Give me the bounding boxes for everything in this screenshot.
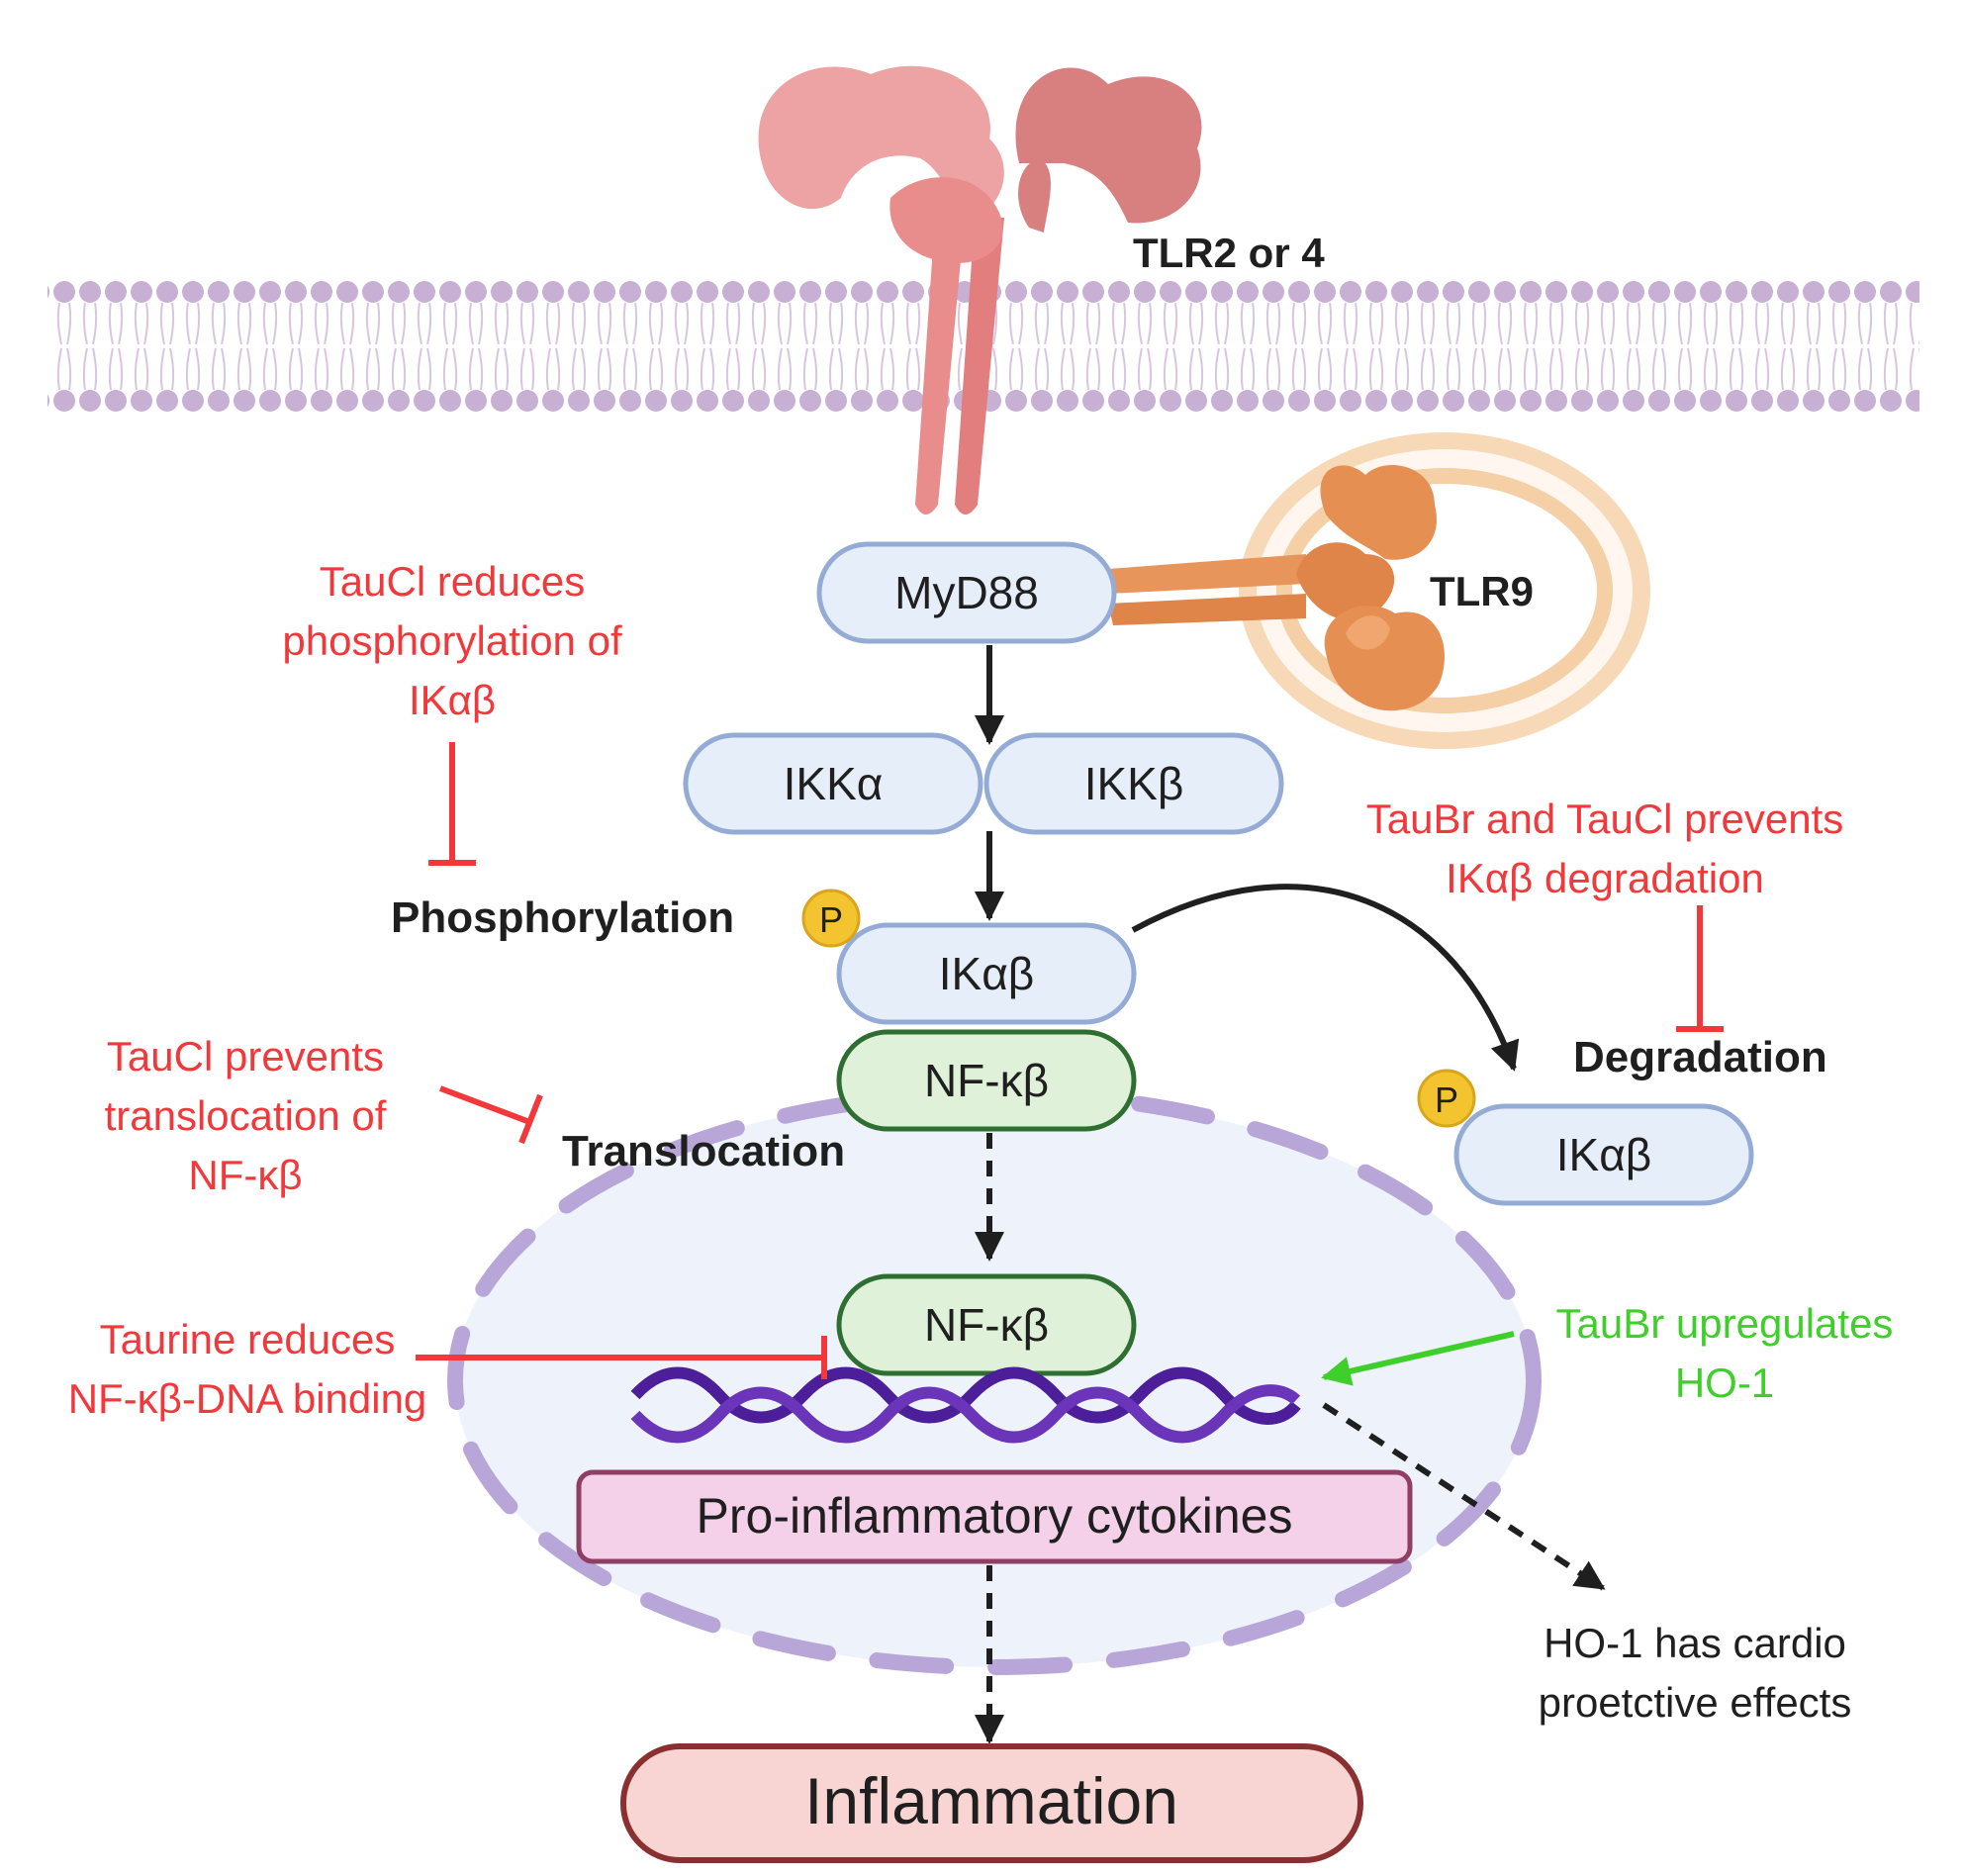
arrow-dna-to-ho1 [1322, 1402, 1606, 1591]
svg-text:HO-1: HO-1 [1675, 1360, 1774, 1406]
inhibit-phosphorylation [428, 742, 476, 866]
dna-helix-icon [630, 1366, 1301, 1444]
svg-text:HO-1 has cardio: HO-1 has cardio [1544, 1620, 1846, 1666]
phosphorylation-label: Phosphorylation [391, 893, 734, 942]
svg-text:TauBr and TauCl prevents: TauBr and TauCl prevents [1366, 796, 1844, 842]
svg-text:P: P [1435, 1079, 1458, 1120]
nfkb-nucleus-node: NF-κβ [836, 1273, 1137, 1376]
ikab-label: IKαβ [939, 948, 1035, 999]
svg-text:TauCl reduces: TauCl reduces [320, 558, 585, 605]
tlr9-label: TLR9 [1430, 568, 1534, 614]
svg-text:IKαβ: IKαβ [409, 677, 496, 723]
nfkb-cytoplasm-label: NF-κβ [924, 1055, 1049, 1106]
myd88-label: MyD88 [894, 567, 1039, 618]
svg-text:phosphorylation of: phosphorylation of [282, 617, 622, 664]
annotation-taucl-translocation: TauCl prevents translocation of NF-κβ [105, 1033, 387, 1198]
myd88-node: MyD88 [816, 541, 1117, 644]
annotation-taurine-dna-binding: Taurine reduces NF-κβ-DNA binding [68, 1316, 427, 1422]
inhibit-degradation [1676, 905, 1724, 1032]
ikk-alpha-label: IKKα [784, 758, 884, 809]
svg-text:NF-κβ: NF-κβ [188, 1152, 302, 1198]
inhibit-translocation [438, 1085, 543, 1145]
activation-ho1-arrow [1321, 1331, 1515, 1386]
arrow-ikab-to-degradation [1131, 884, 1520, 1072]
ikk-alpha-node: IKKα [683, 732, 983, 835]
cytokines-label: Pro-inflammatory cytokines [697, 1488, 1293, 1544]
tlr2-4-label: TLR2 or 4 [1133, 230, 1325, 276]
cytokines-node: Pro-inflammatory cytokines [576, 1469, 1413, 1564]
svg-text:TauCl prevents: TauCl prevents [107, 1033, 384, 1079]
inflammation-node: Inflammation [620, 1743, 1363, 1863]
svg-text:proetctive effects: proetctive effects [1539, 1679, 1852, 1726]
annotation-degradation-prevention: TauBr and TauCl prevents IKαβ degradatio… [1366, 796, 1844, 901]
ikab-degraded-node: IKαβ [1453, 1103, 1754, 1206]
inflammation-label: Inflammation [804, 1764, 1178, 1837]
ikab-node: IKαβ [836, 922, 1137, 1025]
tlr9-receptor-icon [1108, 465, 1445, 711]
ikab-degraded-label: IKαβ [1556, 1129, 1652, 1180]
ikk-beta-label: IKKβ [1084, 758, 1184, 809]
svg-text:NF-κβ-DNA binding: NF-κβ-DNA binding [68, 1375, 427, 1422]
annotation-ho1-effect: HO-1 has cardio proetctive effects [1539, 1620, 1852, 1726]
degradation-label: Degradation [1573, 1033, 1827, 1081]
annotation-taubr-ho1: TauBr upregulates HO-1 [1556, 1300, 1894, 1406]
nfkb-nucleus-label: NF-κβ [924, 1299, 1049, 1351]
svg-text:TauBr upregulates: TauBr upregulates [1556, 1300, 1894, 1347]
translocation-label: Translocation [562, 1127, 845, 1175]
svg-text:IKαβ degradation: IKαβ degradation [1446, 855, 1764, 901]
svg-text:P: P [819, 899, 843, 940]
nfkb-cytoplasm-node: NF-κβ [836, 1029, 1137, 1132]
ikk-beta-node: IKKβ [983, 732, 1284, 835]
phospho-badge-icon: P [801, 889, 861, 948]
phospho-badge-degraded-icon: P [1417, 1069, 1476, 1128]
inhibit-dna-binding [416, 1336, 827, 1379]
annotation-taucl-phosphorylation: TauCl reduces phosphorylation of IKαβ [282, 558, 622, 723]
svg-text:Taurine reduces: Taurine reduces [100, 1316, 396, 1362]
svg-text:translocation of: translocation of [105, 1092, 387, 1139]
tlr2-4-receptor-icon [758, 65, 1202, 515]
